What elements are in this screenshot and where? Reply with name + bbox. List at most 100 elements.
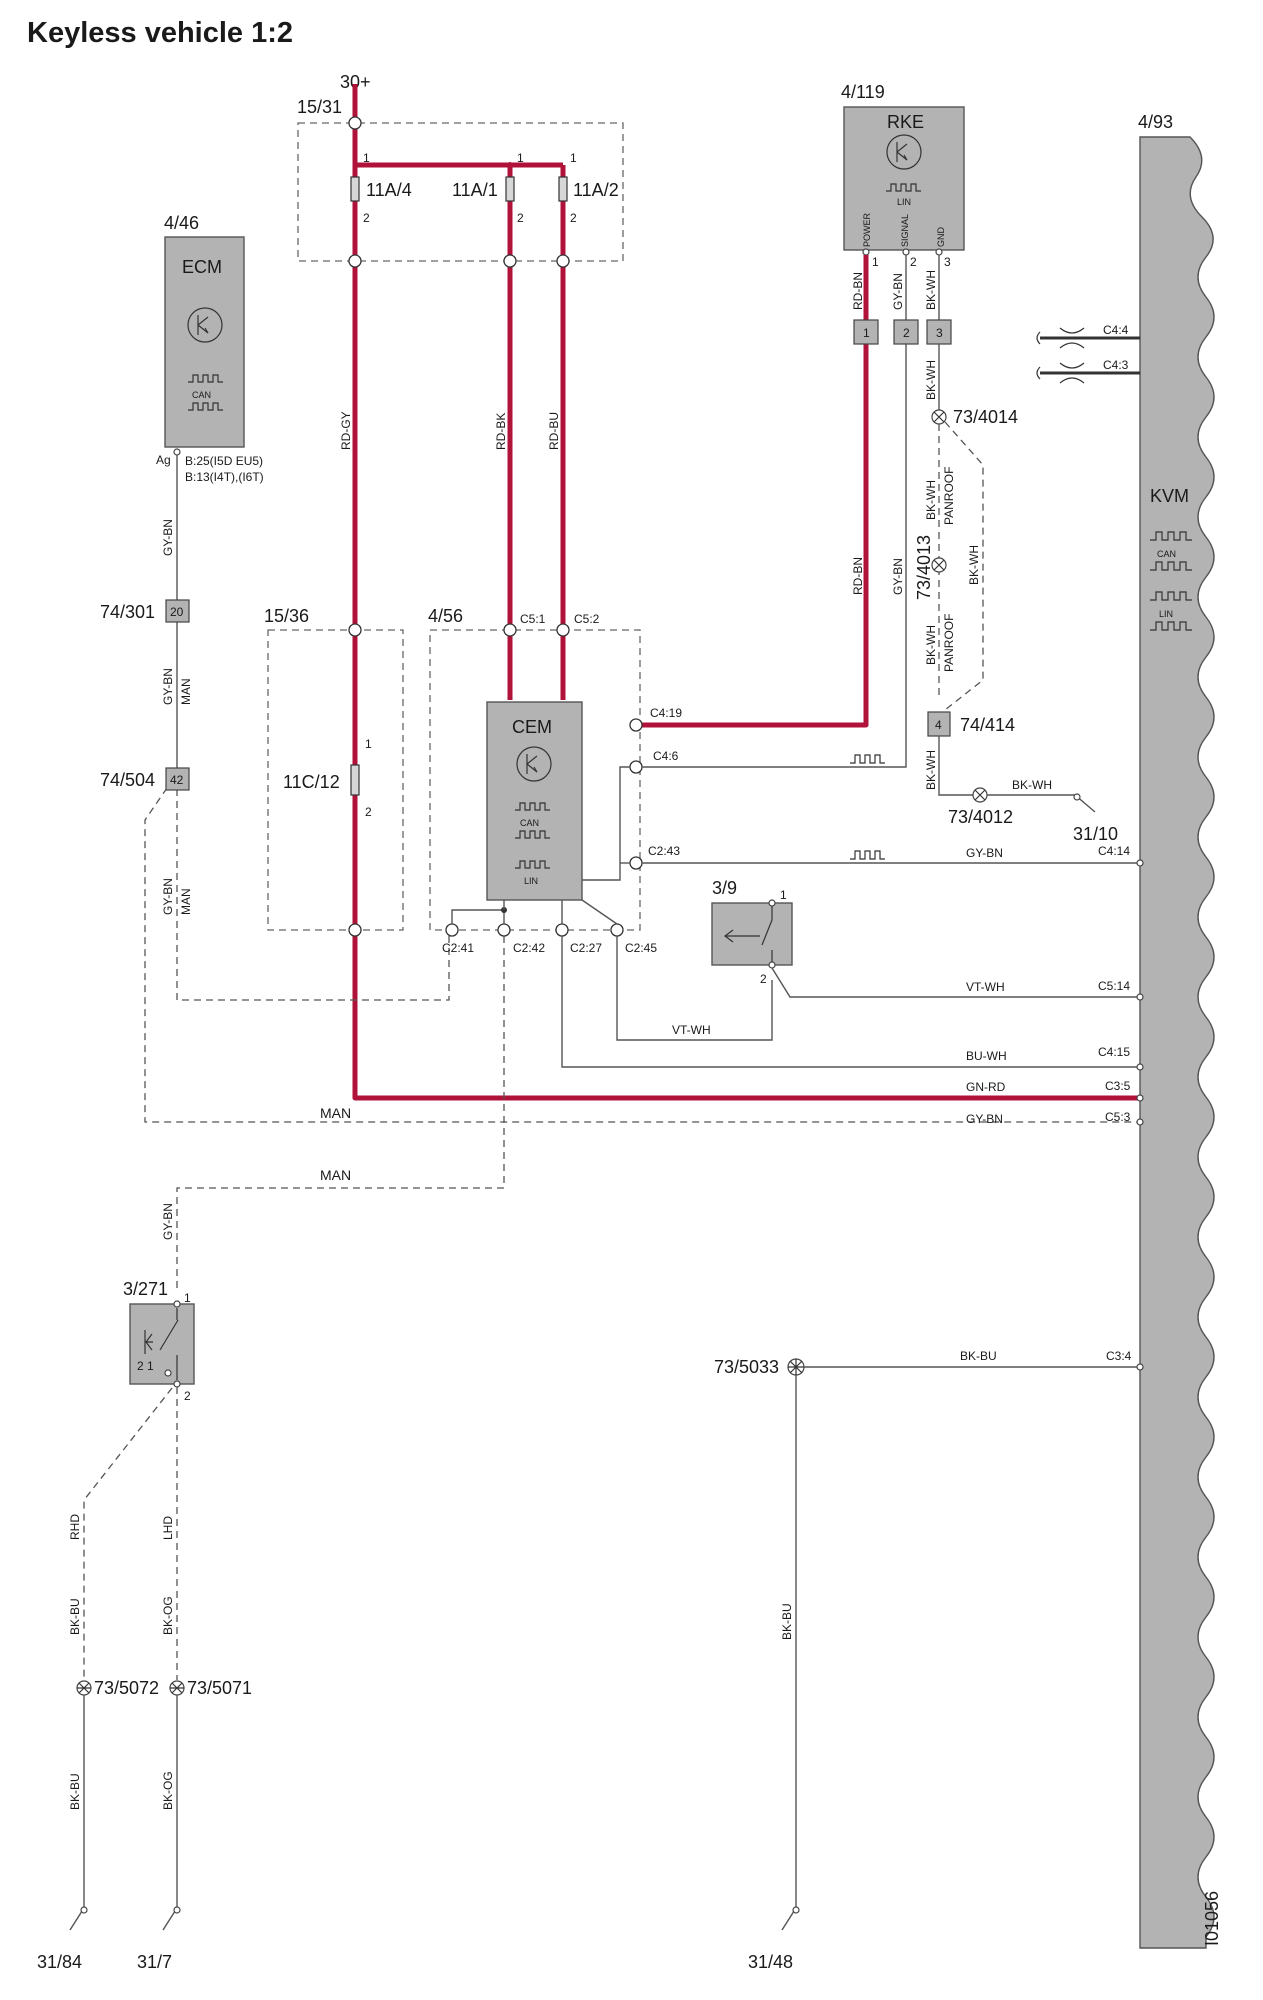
cem-pin-c2-43: C2:43 bbox=[648, 844, 680, 858]
wire-bk-wh-3: BK-WH bbox=[924, 480, 938, 520]
wire-vt-wh-2: VT-WH bbox=[966, 980, 1005, 994]
splice-73-4014: 73/4014 bbox=[931, 407, 1018, 427]
svg-text:2: 2 bbox=[570, 211, 577, 225]
kvm-name: KVM bbox=[1150, 486, 1189, 506]
ecm-can-label: CAN bbox=[192, 390, 211, 400]
wire-gy-bn-3: GY-BN bbox=[161, 878, 175, 915]
note-panroof-2: PANROOF bbox=[942, 614, 956, 672]
splice-73-4012: 73/4012 bbox=[948, 787, 1013, 827]
connector-74-414: 4 74/414 bbox=[927, 711, 1015, 737]
wire-rd-bn-1: RD-BN bbox=[851, 272, 865, 310]
splice-73-5033: 73/5033 bbox=[714, 1357, 805, 1377]
cem-name: CEM bbox=[512, 717, 552, 737]
ground-31-84: 31/84 bbox=[37, 1952, 82, 1972]
wire-bk-wh-6: BK-WH bbox=[924, 750, 938, 790]
cem-enclosure bbox=[429, 629, 641, 931]
svg-text:73/4014: 73/4014 bbox=[953, 407, 1018, 427]
svg-text:1: 1 bbox=[365, 737, 372, 751]
cem-pin-c4-6: C4:6 bbox=[653, 749, 679, 763]
wire-gy-bn-kvm: GY-BN bbox=[966, 1112, 1003, 1126]
kvm-pin-c5-14: C5:14 bbox=[1098, 979, 1130, 993]
svg-text:4: 4 bbox=[935, 718, 942, 732]
connector-74-414-id: 74/414 bbox=[960, 715, 1015, 735]
cem-pin-c4-19: C4:19 bbox=[650, 706, 682, 720]
connector-74-301: 20 74/301 bbox=[100, 599, 190, 623]
switch-3-271-id: 3/271 bbox=[123, 1279, 168, 1299]
ground-31-10: 31/10 bbox=[1073, 824, 1118, 844]
ecm-name: ECM bbox=[182, 257, 222, 277]
rke-connector: 1 2 3 bbox=[853, 319, 952, 345]
cem-pin-c2-45: C2:45 bbox=[625, 941, 657, 955]
wire-bk-bu-1: BK-BU bbox=[68, 1598, 82, 1635]
svg-text:73/5033: 73/5033 bbox=[714, 1357, 779, 1377]
cem-can-label: CAN bbox=[520, 818, 539, 828]
ground-31-48: 31/48 bbox=[748, 1952, 793, 1972]
cem-module: CEM CAN LIN bbox=[486, 701, 583, 901]
svg-text:2 1: 2 1 bbox=[137, 1359, 154, 1373]
fuse-11c12-label: 11C/12 bbox=[283, 772, 340, 792]
wire-bk-og-1: BK-OG bbox=[161, 1596, 175, 1635]
svg-text:20: 20 bbox=[170, 605, 184, 619]
fuse-box-15-31 bbox=[297, 122, 624, 262]
wire-gn-rd: GN-RD bbox=[966, 1080, 1006, 1094]
wire-gy-bn-4: GY-BN bbox=[161, 1203, 175, 1240]
cem-pin-c2-42: C2:42 bbox=[513, 941, 545, 955]
splice-73-5072: 73/5072 bbox=[76, 1678, 159, 1698]
wire-bk-wh-rke: BK-WH bbox=[924, 270, 938, 310]
svg-text:2: 2 bbox=[903, 326, 910, 340]
rke-name: RKE bbox=[887, 112, 924, 132]
wire-rd-bk: RD-BK bbox=[494, 413, 508, 450]
kvm-lin-label: LIN bbox=[1159, 609, 1173, 619]
note-man-3: MAN bbox=[320, 1105, 351, 1121]
ecm-pin-note-2: B:13(I4T),(I6T) bbox=[185, 470, 264, 484]
wire-rd-bu: RD-BU bbox=[547, 412, 561, 450]
cem-pin-c5-1: C5:1 bbox=[520, 612, 546, 626]
rke-pin-gnd: GND bbox=[936, 227, 946, 248]
fuse-box-15-36-id: 15/36 bbox=[264, 606, 309, 626]
svg-text:1: 1 bbox=[517, 151, 524, 165]
supply-label: 30+ bbox=[340, 72, 371, 92]
kvm-pin-c3-4: C3:4 bbox=[1106, 1349, 1132, 1363]
fuse-box-15-31-id: 15/31 bbox=[297, 97, 342, 117]
svg-text:73/5071: 73/5071 bbox=[187, 1678, 252, 1698]
switch-3-9: 3/9 1 2 bbox=[711, 878, 793, 986]
rke-id: 4/119 bbox=[841, 82, 885, 102]
wire-bk-bu-3: BK-BU bbox=[780, 1603, 794, 1640]
svg-text:1: 1 bbox=[780, 888, 787, 902]
kvm-pin-c4-3: C4:3 bbox=[1103, 358, 1129, 372]
svg-text:1: 1 bbox=[863, 326, 870, 340]
ground-31-7: 31/7 bbox=[137, 1952, 172, 1972]
note-rhd: RHD bbox=[68, 1514, 82, 1540]
wire-bk-bu-2: BK-BU bbox=[68, 1773, 82, 1810]
fuse-11c12 bbox=[350, 764, 360, 796]
wire-bk-wh-7: BK-WH bbox=[1012, 778, 1052, 792]
diagram-title: Keyless vehicle 1:2 bbox=[27, 17, 293, 49]
rke-module: 4/119 RKE LIN POWER SIGNAL GND bbox=[841, 82, 965, 251]
wire-vt-wh-1: VT-WH bbox=[672, 1023, 711, 1037]
svg-text:1: 1 bbox=[363, 151, 370, 165]
kvm-pin-c5-3: C5:3 bbox=[1105, 1110, 1131, 1124]
note-lhd: LHD bbox=[161, 1516, 175, 1540]
wire-bk-og-2: BK-OG bbox=[161, 1771, 175, 1810]
wire-bu-wh: BU-WH bbox=[966, 1049, 1007, 1063]
cem-pin-c2-27: C2:27 bbox=[570, 941, 602, 955]
wire-gy-bn-2: GY-BN bbox=[161, 668, 175, 705]
svg-text:3: 3 bbox=[936, 326, 943, 340]
splice-73-4013: 73/4013 bbox=[914, 535, 947, 600]
ecm-id: 4/46 bbox=[164, 213, 199, 233]
rke-pin-signal: SIGNAL bbox=[900, 214, 910, 247]
kvm-pin-c3-5: C3:5 bbox=[1105, 1079, 1131, 1093]
ecm-pin: Ag bbox=[156, 453, 171, 467]
wire-bk-wh-4: BK-WH bbox=[967, 545, 981, 585]
wire-gy-bn-rke-2: GY-BN bbox=[891, 558, 905, 595]
svg-text:3: 3 bbox=[944, 255, 951, 269]
kvm-can-label: CAN bbox=[1157, 549, 1176, 559]
svg-text:1: 1 bbox=[184, 1291, 191, 1305]
kvm-pin-c4-14: C4:14 bbox=[1098, 844, 1130, 858]
connector-74-504: 42 74/504 bbox=[100, 767, 190, 791]
wire-bk-bu-kvm: BK-BU bbox=[960, 1349, 997, 1363]
kvm-antenna-wires: C4:4 C4:3 bbox=[1036, 323, 1140, 384]
fuse-11a2: 11A/2 bbox=[573, 180, 619, 200]
cem-id: 4/56 bbox=[428, 606, 463, 626]
